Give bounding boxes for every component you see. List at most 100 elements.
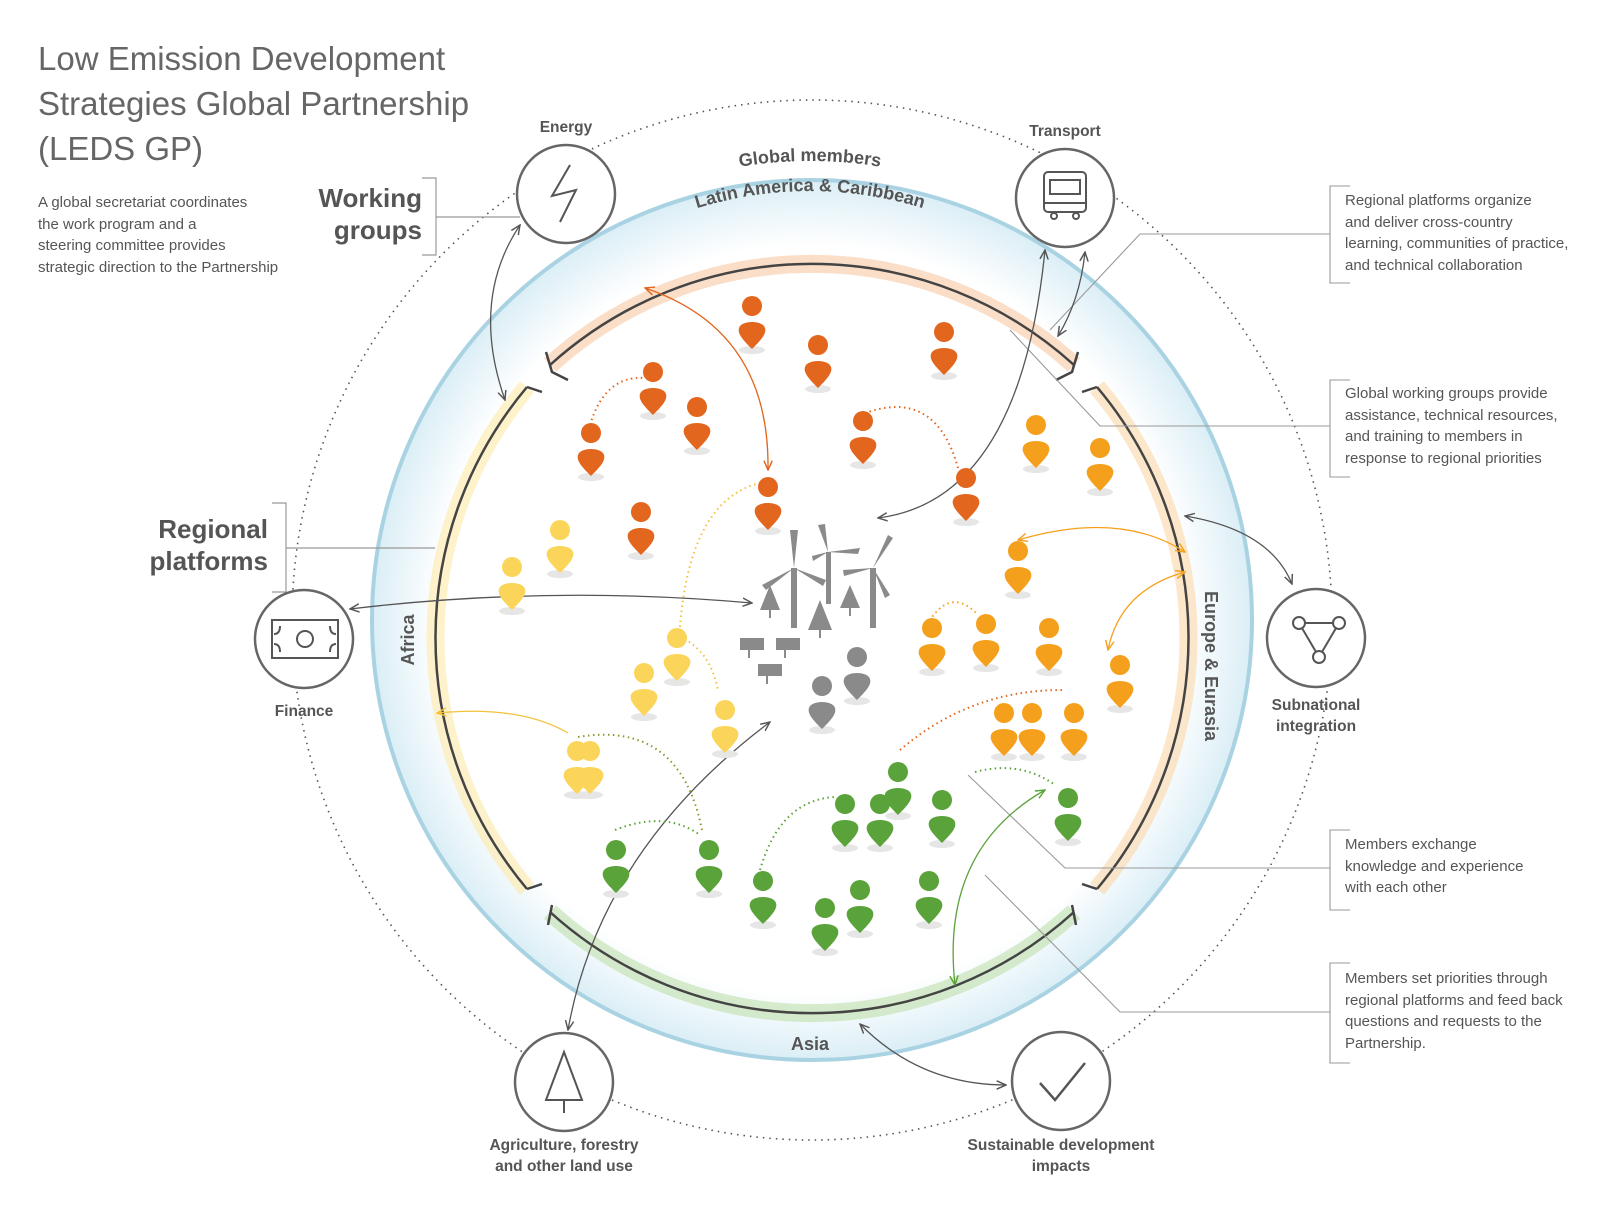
member-figure-africa — [546, 520, 574, 578]
working-groups-line: groups — [333, 215, 422, 245]
member-figure-europe — [1035, 618, 1063, 676]
note-members-priorities: Members set priorities through regional … — [1345, 968, 1563, 1054]
energy-node — [515, 143, 617, 245]
member-figure-center — [808, 676, 836, 734]
note-members-exchange: Members exchange knowledge and experienc… — [1345, 834, 1523, 899]
intro-line: A global secretariat coordinates — [38, 194, 248, 211]
member-figure-europe — [1018, 703, 1046, 761]
note-line: Members exchange — [1345, 836, 1477, 853]
note-line: Regional platforms organize — [1345, 192, 1532, 209]
member-figure-asia — [1054, 788, 1082, 846]
subnational-label: Subnational integration — [1246, 695, 1386, 737]
note-line: and training to members in — [1345, 428, 1523, 445]
member-figure-asia — [915, 871, 943, 929]
transport-label-line: Transport — [1029, 123, 1101, 140]
finance-label: Finance — [254, 701, 354, 722]
member-figure-asia — [831, 794, 859, 852]
note-line: regional platforms and feed back — [1345, 991, 1563, 1009]
note-line: Partnership. — [1345, 1034, 1426, 1052]
outer-nodes — [253, 143, 1367, 1133]
member-figure-asia — [846, 880, 874, 938]
member-figure-asia — [866, 794, 894, 852]
working-groups-label: Working groups — [300, 182, 422, 246]
sustainable-label: Sustainable development impacts — [946, 1135, 1176, 1177]
member-figure-asia — [602, 840, 630, 898]
label-brackets — [272, 177, 520, 593]
agriculture-node — [513, 1031, 615, 1133]
member-figure-europe — [918, 618, 946, 676]
note-line: learning, communities of practice, — [1345, 235, 1569, 252]
subnational-label-line: integration — [1275, 718, 1357, 735]
sustainable-node — [1010, 1030, 1112, 1132]
note-line: and technical collaboration — [1345, 256, 1523, 274]
subnational-node — [1265, 587, 1367, 689]
sustainable-label-line: impacts — [1031, 1158, 1091, 1175]
title-line-1: Low Emission Development — [38, 40, 446, 77]
triangle-network-icon — [1292, 616, 1346, 664]
title-line-3: (LEDS GP) — [38, 130, 204, 167]
banknote-icon — [271, 619, 339, 659]
center-scene — [740, 524, 893, 684]
member-figure-latam — [804, 335, 832, 393]
sustainable-label-line: Sustainable development — [967, 1137, 1155, 1154]
member-figure-latam — [849, 411, 877, 469]
connection-arrows — [350, 225, 1292, 1085]
note-working-groups: Global working groups provide assistance… — [1345, 383, 1558, 469]
bus-icon — [1043, 171, 1087, 220]
member-figure-africa — [630, 663, 658, 721]
note-line: Global working groups provide — [1345, 385, 1548, 402]
page-title: Low Emission Development Strategies Glob… — [38, 36, 558, 171]
member-figure-center — [843, 647, 871, 705]
europe-arc — [1096, 386, 1190, 890]
member-figure-europe — [1106, 655, 1134, 713]
member-figure-latam — [683, 397, 711, 455]
intro-line: steering committee provides — [38, 237, 226, 254]
member-figure-latam — [738, 296, 766, 354]
transport-node — [1014, 147, 1116, 249]
member-figure-asia — [811, 898, 839, 956]
member-figure-latam — [930, 322, 958, 380]
agriculture-label: Agriculture, forestry and other land use — [464, 1135, 664, 1177]
note-line: questions and requests to the — [1345, 1013, 1542, 1030]
member-figure-europe — [1004, 541, 1032, 599]
subnational-label-line: Subnational — [1271, 697, 1361, 714]
note-line: Members set priorities through — [1345, 970, 1548, 987]
energy-label: Energy — [516, 117, 616, 138]
member-figure-asia — [928, 790, 956, 848]
member-figure-africa — [711, 700, 739, 758]
wind-turbine-icon — [762, 524, 893, 628]
intro-text: A global secretariat coordinates the wor… — [38, 192, 328, 278]
pine-tree-icon — [760, 585, 860, 638]
tree-icon — [544, 1049, 584, 1113]
member-figure-africa — [663, 628, 691, 686]
agriculture-label-line: Agriculture, forestry — [489, 1137, 639, 1154]
note-regional-platforms: Regional platforms organize and deliver … — [1345, 190, 1568, 276]
member-figure-europe — [1022, 415, 1050, 473]
checkmark-icon — [1039, 1062, 1086, 1102]
energy-label-line: Energy — [539, 119, 593, 136]
agriculture-label-line: and other land use — [495, 1158, 633, 1175]
global-members-label: Global members — [737, 145, 882, 171]
intro-line: the work program and a — [38, 215, 197, 233]
member-arrows — [437, 288, 1185, 985]
regional-platforms-line: platforms — [149, 546, 268, 576]
member-figure-europe — [972, 614, 1000, 672]
member-figure-africa — [576, 741, 604, 799]
member-figure-africa — [498, 557, 526, 615]
africa-label: Africa — [398, 614, 418, 666]
members — [498, 296, 1134, 956]
title-line-2: Strategies Global Partnership — [38, 85, 470, 122]
regional-platforms-line: Regional — [158, 514, 268, 544]
asia-label: Asia — [791, 1034, 830, 1054]
solar-panel-icon — [740, 638, 800, 684]
finance-label-line: Finance — [274, 703, 334, 720]
member-figure-asia — [884, 762, 912, 820]
working-groups-line: Working — [318, 183, 422, 213]
note-line: assistance, technical resources, — [1345, 406, 1558, 424]
note-line: and deliver cross-country — [1345, 213, 1513, 231]
member-figure-europe — [1086, 438, 1114, 496]
member-figure-asia — [695, 840, 723, 898]
member-figure-latam — [639, 362, 667, 420]
transport-label: Transport — [1000, 121, 1130, 142]
